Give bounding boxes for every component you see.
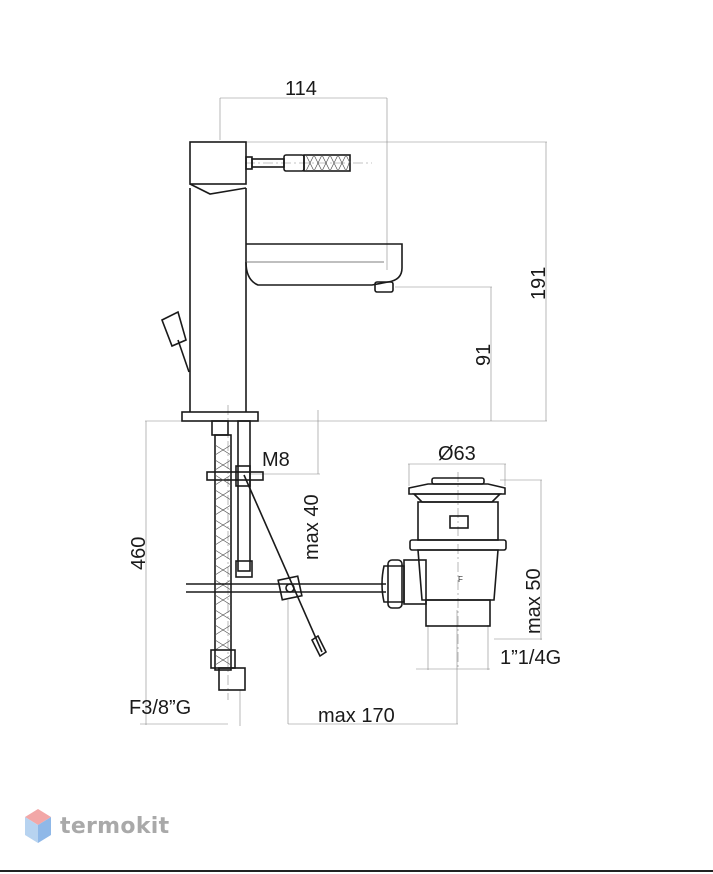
dim-thread-m8: M8 — [262, 449, 290, 471]
brand-name: termokit — [60, 813, 170, 839]
bottom-border — [0, 870, 713, 872]
pop-up-waste: F — [381, 477, 507, 627]
dim-max-170: max 170 — [318, 705, 395, 727]
dim-width-114: 114 — [285, 78, 317, 100]
dim-diameter-63: Ø63 — [438, 443, 476, 465]
dim-height-91: 91 — [473, 344, 495, 366]
knurled-grip — [305, 154, 351, 172]
flexible-hose — [214, 434, 232, 671]
dimension-lines — [140, 97, 547, 726]
installation-parts — [186, 420, 386, 691]
dim-waste-thread: 1”1/4G — [500, 647, 561, 669]
dim-length-460: 460 — [128, 537, 150, 570]
dim-height-191: 191 — [528, 267, 550, 300]
dimension-labels: 114 191 91 M8 max 40 460 Ø63 max 50 1”1/… — [128, 78, 561, 727]
dim-max-40: max 40 — [301, 494, 323, 560]
svg-text:F: F — [458, 575, 463, 584]
hexagon-logo-icon — [25, 809, 51, 843]
faucet-body — [160, 141, 403, 422]
brand-logo: termokit — [24, 808, 169, 844]
dim-hose-thread: F3/8”G — [129, 697, 191, 719]
dim-max-50: max 50 — [523, 568, 545, 634]
